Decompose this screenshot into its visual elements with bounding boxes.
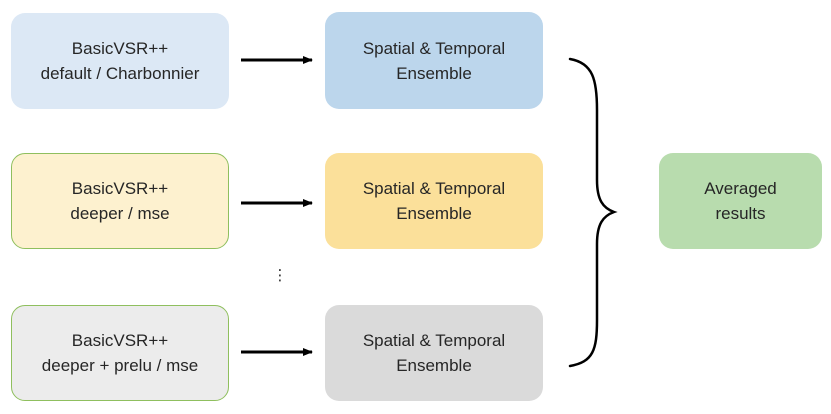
ensemble-subtitle-label: Ensemble xyxy=(396,63,472,83)
model-config-label: default / Charbonnier xyxy=(40,64,200,83)
model-name-label: BasicVSR++ xyxy=(71,331,169,350)
model-name-label: BasicVSR++ xyxy=(71,179,169,198)
result-subtitle-label: results xyxy=(715,204,766,223)
right-curly-brace xyxy=(568,57,618,368)
model-box-deeper-prelu-mse: BasicVSR++ deeper + prelu / mse xyxy=(11,305,229,401)
ensemble-box-2: Spatial & Temporal Ensemble xyxy=(325,153,543,249)
model-name-label: BasicVSR++ xyxy=(71,39,169,58)
ensemble-box-1: Spatial & Temporal Ensemble xyxy=(325,12,543,109)
result-title-label: Averaged xyxy=(704,179,777,198)
model-config-label: deeper / mse xyxy=(70,204,170,223)
ensemble-box-3: Spatial & Temporal Ensemble xyxy=(325,305,543,401)
ensemble-title-label: Spatial & Temporal xyxy=(362,179,506,198)
model-box-default-charbonnier: BasicVSR++ default / Charbonnier xyxy=(11,13,229,109)
ensemble-subtitle-label: Ensemble xyxy=(396,356,472,375)
ensemble-title-label: Spatial & Temporal xyxy=(362,331,506,350)
ensemble-title-label: Spatial & Temporal xyxy=(362,38,506,58)
model-config-label: deeper + prelu / mse xyxy=(41,356,199,375)
model-box-deeper-mse: BasicVSR++ deeper / mse xyxy=(11,153,229,249)
ensemble-subtitle-label: Ensemble xyxy=(396,204,472,223)
vertical-ellipsis: ⋮ xyxy=(272,267,288,284)
averaged-results-box: Averaged results xyxy=(659,153,822,249)
